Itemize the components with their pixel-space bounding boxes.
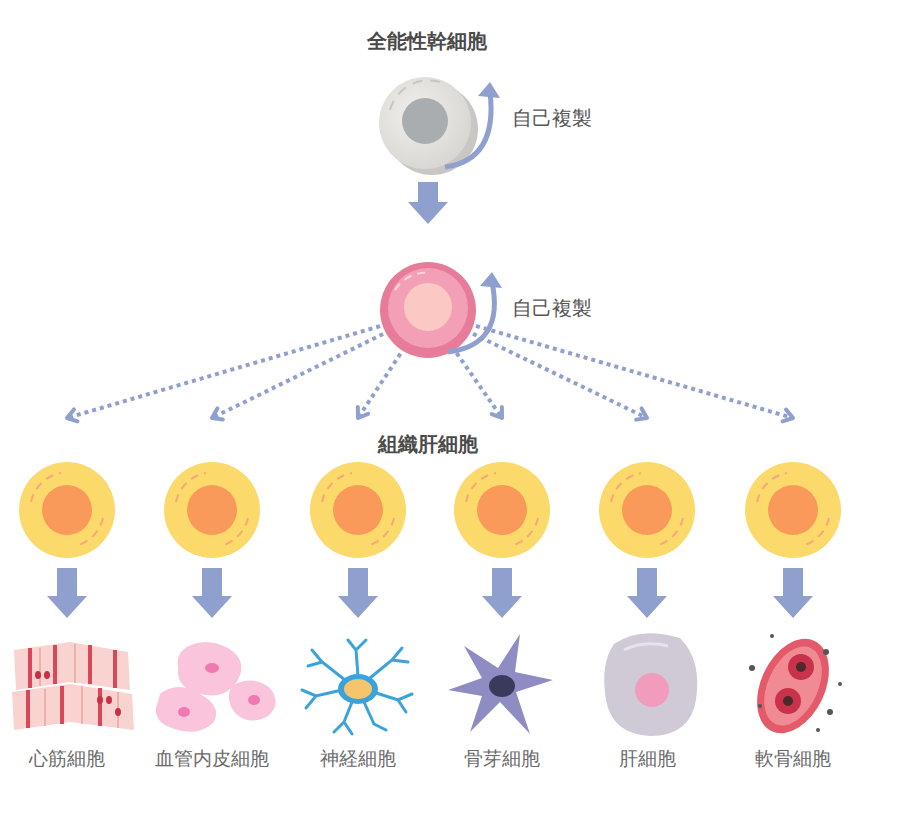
cell-type-node: 心筋細胞	[2, 618, 132, 778]
stem-cell-node: 全能性幹細胞自己複製	[355, 28, 615, 178]
cell-name: 肝細胞	[582, 746, 712, 772]
cell-name: 神経細胞	[293, 746, 423, 772]
tissue-stem-cells	[19, 462, 841, 558]
connector-arrow	[47, 326, 380, 618]
connector-arrow	[476, 326, 813, 618]
osteoblast	[448, 634, 553, 734]
group-label: 組織肝細胞	[375, 431, 481, 458]
connector-arrow	[408, 182, 448, 224]
connector-arrow	[192, 334, 383, 618]
connector-arrow	[457, 353, 522, 618]
stem-cell	[380, 262, 502, 358]
connector-arrow	[473, 334, 667, 618]
cell-type-node: 肝細胞	[582, 618, 712, 778]
self-renewal-label: 自己複製	[512, 105, 592, 132]
cell-name: 血管内皮細胞	[147, 746, 277, 772]
cell-type-node: 神経細胞	[293, 618, 423, 778]
connector-arrow	[338, 354, 400, 618]
chondrocyte	[743, 627, 843, 745]
cardiac-muscle-cells	[12, 642, 134, 730]
neuron	[302, 640, 412, 734]
cell-type-node: 血管内皮細胞	[147, 618, 277, 778]
cell-name: 骨芽細胞	[437, 746, 567, 772]
cell-type-node: 骨芽細胞	[437, 618, 567, 778]
cell-name: 心筋細胞	[2, 746, 132, 772]
cell-name: 軟骨細胞	[728, 746, 858, 772]
stem-cell-node: 自己複製	[355, 258, 615, 362]
self-renewal-label: 自己複製	[512, 295, 592, 322]
totipotent-cell	[379, 77, 500, 175]
cell-type-node: 軟骨細胞	[728, 618, 858, 778]
hepatocyte	[604, 633, 697, 736]
endothelial-cells	[156, 642, 276, 732]
cell-title: 全能性幹細胞	[355, 28, 499, 55]
